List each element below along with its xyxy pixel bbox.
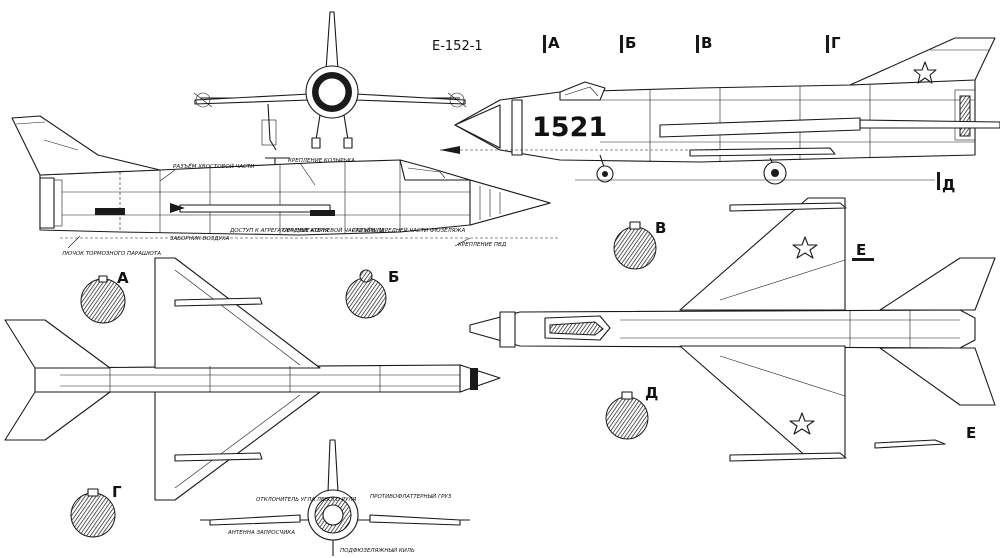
front-view-bottom: ОТКЛОНИТЕЛЬ УГЛА ЛЕВОГО РУЛЯ ПРОТИВОФЛАТ…	[200, 439, 470, 556]
callout-tail-joint: РАЗЪЁМ ХВОСТОВОЙ ЧАСТИ	[173, 163, 254, 170]
callout-antenna: АНТЕННА ЗАПРОСЧИКА	[227, 530, 295, 536]
callout-engine-access: ДОСТУП К АГРЕГАТАМ ДВИГАТЕЛЯ	[229, 228, 329, 234]
section-marker-g: Г	[831, 34, 841, 52]
section-disc-b: Б	[345, 268, 399, 319]
section-label-g: Г	[112, 483, 122, 501]
callout-elevator: ОТКЛОНИТЕЛЬ УГЛА ЛЕВОГО РУЛЯ	[256, 497, 357, 503]
section-marker-b: Б	[625, 34, 636, 52]
section-disc-a: А	[80, 269, 129, 324]
section-marker-v: В	[701, 34, 712, 52]
section-label-e: Е	[966, 424, 976, 442]
section-marker-d: Д	[942, 176, 955, 194]
side-view-left: РАЗЪЁМ ХВОСТОВОЙ ЧАСТИ КРЕПЛЕНИЕ КОЗЫРЬК…	[11, 115, 560, 257]
section-disc-g: Г	[70, 483, 122, 538]
section-disc-d: Д	[605, 384, 658, 440]
callout-wing-root: СЕЧЕНИЕ КОРНЕВОЙ ЧАСТИ КРЫЛА	[283, 227, 385, 234]
tail-number: 1521	[532, 112, 607, 143]
callout-brake-chute: ЛЮЧОК ТОРМОЗНОГО ПАРАШЮТА	[61, 251, 161, 257]
plan-view-top	[469, 197, 996, 462]
section-marker-a: А	[548, 34, 560, 52]
section-disc-v: В	[613, 219, 666, 270]
section-label-a: А	[117, 269, 129, 287]
drawing-title: E-152-1	[432, 39, 483, 54]
front-view-top	[193, 11, 467, 165]
section-marker-e: Е	[856, 241, 866, 259]
callout-fwd-joint: РАЗЪЁМ ПЕРЕДНЕЙ ЧАСТИ ФЮЗЕЛЯЖА	[352, 227, 465, 234]
callout-pvd: КРЕПЛЕНИЕ ПВД	[458, 242, 507, 248]
callout-antiflutter: ПРОТИВОФЛАТТЕРНЫЙ ГРУЗ	[370, 493, 452, 500]
callout-air-intake: ЗАБОРНИК ВОЗДУХА	[170, 236, 230, 242]
callout-ventral-fin: ПОДФЮЗЕЛЯЖНЫЙ КИЛЬ	[340, 547, 415, 554]
callout-canopy-mount: КРЕПЛЕНИЕ КОЗЫРЬКА	[288, 158, 355, 164]
section-label-b: Б	[388, 268, 399, 286]
plan-view-bottom	[4, 257, 501, 501]
section-markers-top: А Б В Г Д Е	[543, 34, 955, 261]
side-view-right: 1521	[440, 37, 1000, 185]
section-label-v: В	[655, 219, 666, 237]
section-label-d: Д	[645, 384, 658, 402]
